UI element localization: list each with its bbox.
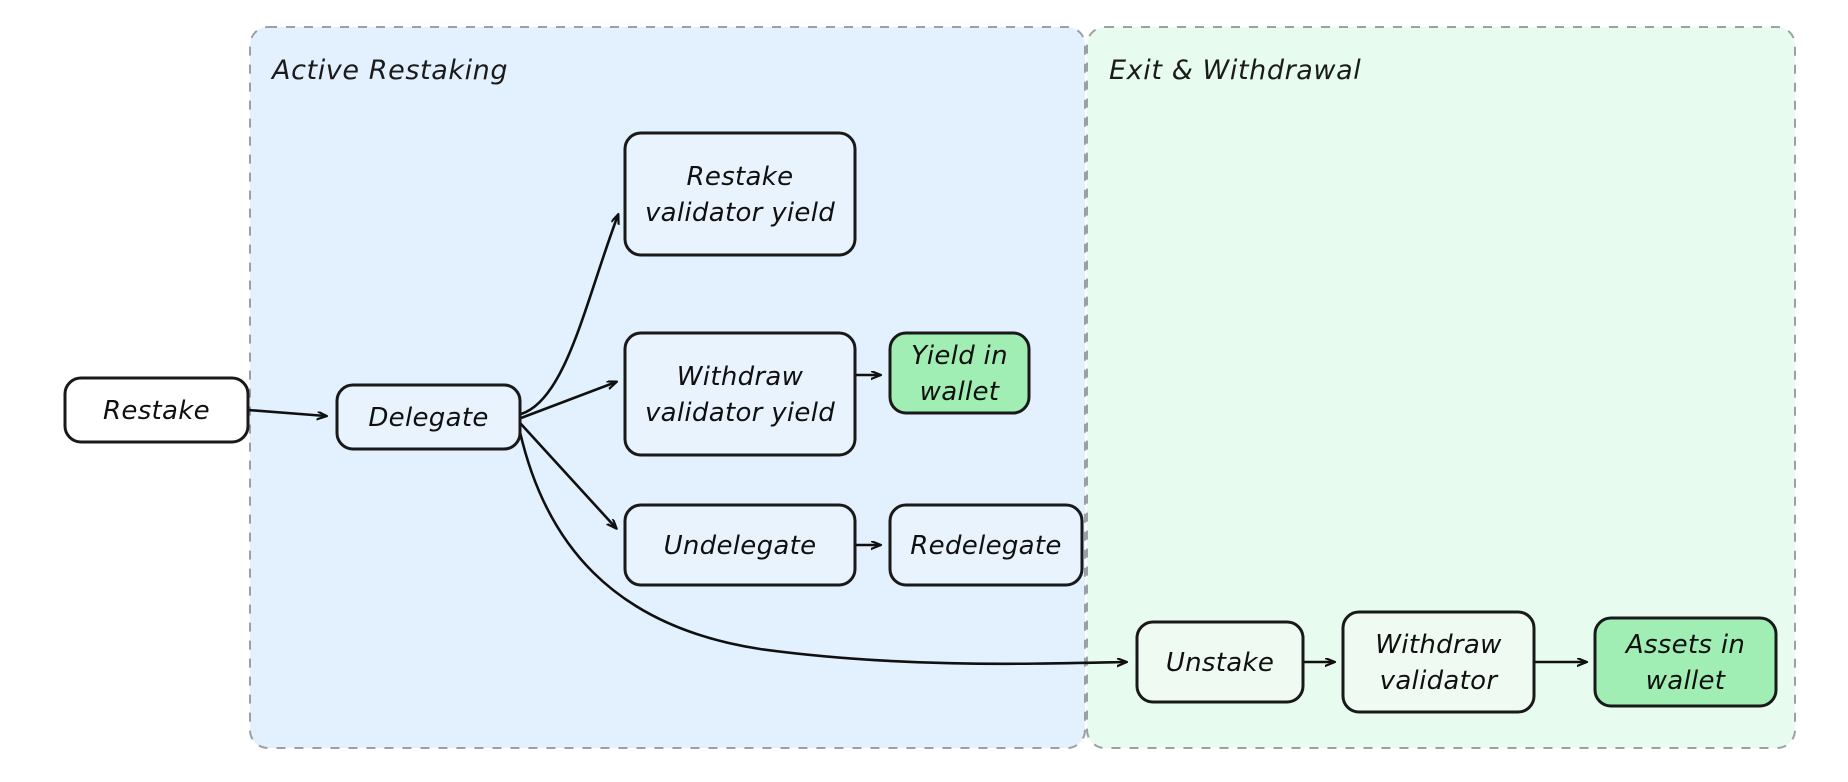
- node-label-withdraw-validator: validator: [1380, 666, 1500, 696]
- node-shape-delegate[interactable]: [335, 383, 522, 451]
- node-restake[interactable]: Restake: [63, 376, 250, 444]
- node-label-withdraw-validator: Withdraw: [1375, 630, 1502, 660]
- node-withdraw-validator-yield[interactable]: Withdraw validator yield: [623, 331, 857, 457]
- node-shape-unstake[interactable]: [1135, 620, 1305, 704]
- node-label-delegate: Delegate: [368, 403, 488, 433]
- cluster-exit-withdrawal: Exit & Withdrawal: [1086, 26, 1796, 749]
- node-shape-undelegate[interactable]: [623, 503, 857, 587]
- cluster-label-exit-withdrawal: Exit & Withdrawal: [1109, 55, 1361, 86]
- node-label-unstake: Unstake: [1166, 648, 1274, 678]
- node-label-redelegate: Redelegate: [910, 531, 1061, 561]
- cluster-label-active-restaking: Active Restaking: [270, 55, 508, 86]
- node-label-assets-in-wallet: Assets in: [1624, 630, 1745, 660]
- node-label-restake-validator-yield: Restake: [687, 162, 794, 192]
- edge-delegate-to-withdraw-validator-yield: [519, 382, 616, 420]
- cluster-background-exit-withdrawal: [1086, 26, 1796, 749]
- node-unstake[interactable]: Unstake: [1135, 620, 1305, 704]
- node-label-yield-in-wallet: Yield in: [911, 341, 1008, 371]
- node-label-assets-in-wallet: wallet: [1646, 666, 1726, 696]
- node-label-restake-validator-yield: validator yield: [645, 198, 835, 228]
- node-undelegate[interactable]: Undelegate: [623, 503, 857, 587]
- node-label-yield-in-wallet: wallet: [920, 377, 1000, 407]
- node-shape-restake-validator-yield[interactable]: [623, 131, 857, 257]
- node-shape-withdraw-validator-yield[interactable]: [623, 331, 857, 457]
- edge-group: [246, 215, 1586, 664]
- node-label-withdraw-validator-yield: validator yield: [645, 398, 835, 428]
- edge-delegate-to-unstake: [518, 430, 1126, 664]
- edge-delegate-to-undelegate: [519, 422, 616, 528]
- node-shape-withdraw-validator[interactable]: [1341, 610, 1536, 714]
- node-label-undelegate: Undelegate: [664, 531, 817, 561]
- node-shape-restake[interactable]: [63, 376, 250, 444]
- node-shape-yield-in-wallet[interactable]: [888, 331, 1031, 415]
- node-redelegate[interactable]: Redelegate: [888, 503, 1084, 587]
- edge-delegate-to-restake-validator-yield: [519, 215, 618, 416]
- node-withdraw-validator[interactable]: Withdraw validator: [1341, 610, 1536, 714]
- node-label-withdraw-validator-yield: Withdraw: [677, 362, 804, 392]
- node-shape-redelegate[interactable]: [888, 503, 1084, 587]
- node-restake-validator-yield[interactable]: Restake validator yield: [623, 131, 857, 257]
- node-assets-in-wallet[interactable]: Assets in wallet: [1593, 616, 1778, 708]
- node-label-restake: Restake: [103, 396, 210, 426]
- node-shape-assets-in-wallet[interactable]: [1593, 616, 1778, 708]
- edge-restake-to-delegate: [246, 408, 326, 416]
- node-delegate[interactable]: Delegate: [335, 383, 522, 451]
- node-yield-in-wallet[interactable]: Yield in wallet: [888, 331, 1031, 415]
